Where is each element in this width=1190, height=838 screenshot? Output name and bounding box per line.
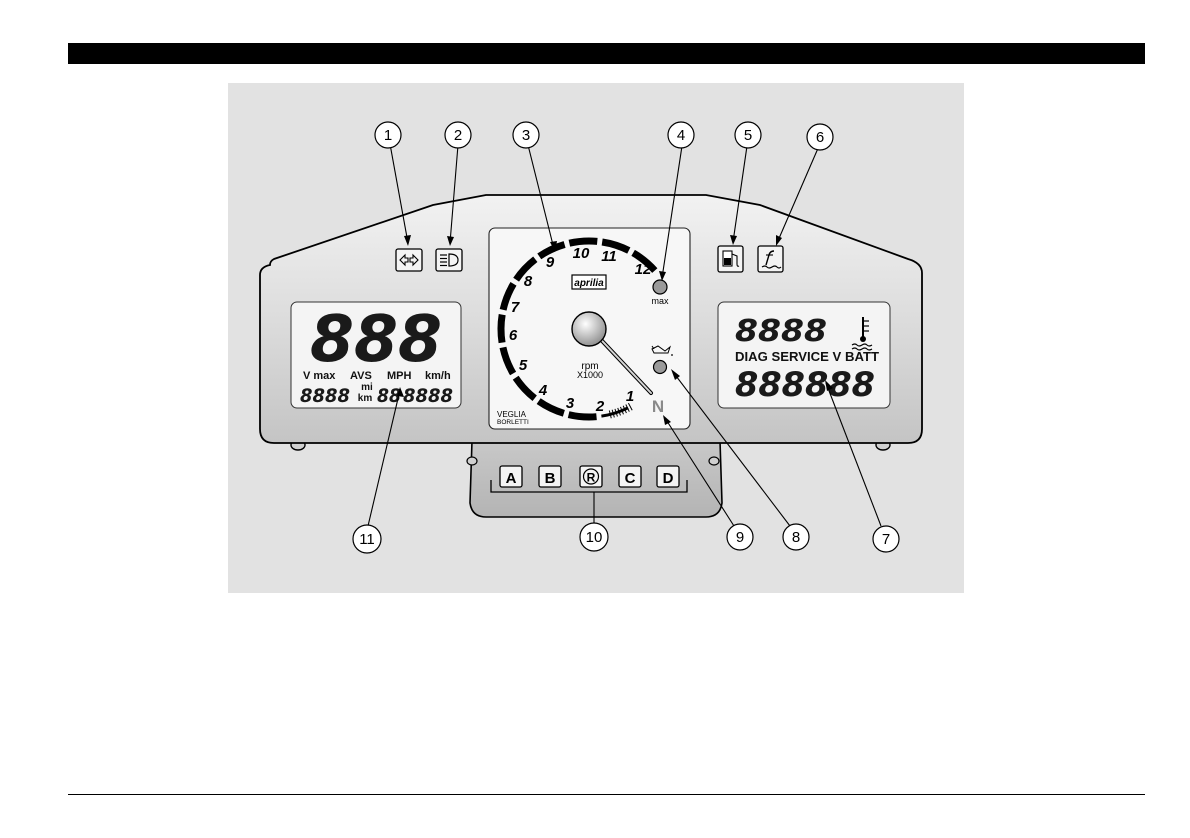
rpm-multiplier-label: X1000 xyxy=(577,370,603,380)
svg-text:3: 3 xyxy=(522,127,530,144)
rpm-number-4: 4 xyxy=(538,382,548,399)
callout-10: 10 xyxy=(580,523,608,551)
rpm-number-8: 8 xyxy=(524,273,533,290)
neutral-indicator: N xyxy=(652,397,664,416)
callout-5: 5 xyxy=(735,122,761,148)
avs-label: AVS xyxy=(350,370,372,382)
mount-nub-pod-left xyxy=(467,457,477,465)
button-b[interactable]: B xyxy=(539,466,561,487)
callout-11: 11 xyxy=(353,525,381,553)
rpm-number-9: 9 xyxy=(546,254,555,271)
button-d[interactable]: D xyxy=(657,466,679,487)
svg-text:10: 10 xyxy=(586,529,603,546)
header-bar xyxy=(68,43,1145,64)
rpm-number-11: 11 xyxy=(601,248,617,265)
button-r[interactable]: R xyxy=(580,466,602,487)
svg-text:4: 4 xyxy=(677,127,685,144)
tach-scale-segment xyxy=(569,415,597,417)
callout-9: 9 xyxy=(727,524,753,550)
instrument-panel-svg: 888 V max AVS MPH km/h 8888 mi km 8 8 888… xyxy=(228,83,964,593)
svg-text:6: 6 xyxy=(816,129,824,146)
rpm-number-10: 10 xyxy=(573,245,590,262)
button-b-label: B xyxy=(545,470,556,487)
fuel-icon xyxy=(718,246,743,272)
rpm-number-12: 12 xyxy=(635,261,652,278)
mph-label: MPH xyxy=(387,370,412,382)
button-a-label: A xyxy=(506,470,517,487)
rpm-number-3: 3 xyxy=(566,395,575,412)
button-d-label: D xyxy=(663,470,674,487)
rpm-number-6: 6 xyxy=(509,327,518,344)
right-top-digits: 8888 xyxy=(735,314,827,349)
svg-text:1: 1 xyxy=(384,127,392,144)
rpm-number-2: 2 xyxy=(595,398,605,415)
diag-service-vbatt-labels: DIAG SERVICE V BATT xyxy=(735,350,879,364)
mount-nub-pod-right xyxy=(709,457,719,465)
turn-signal-icon xyxy=(396,249,422,271)
svg-text:8: 8 xyxy=(792,529,800,546)
unit-mi-label: mi xyxy=(361,382,373,393)
svg-text:2: 2 xyxy=(454,127,462,144)
instrument-panel-figure: 888 V max AVS MPH km/h 8888 mi km 8 8 888… xyxy=(228,83,964,593)
aprilia-logo-text: aprilia xyxy=(574,278,604,289)
svg-text:5: 5 xyxy=(744,127,752,144)
needle-hub xyxy=(572,312,606,346)
unit-km-label: km xyxy=(358,393,373,404)
svg-text:9: 9 xyxy=(736,529,744,546)
right-bottom-digits: 888888 xyxy=(735,365,875,405)
speed-digits: 888 xyxy=(310,303,442,377)
tach-scale-segment xyxy=(569,241,597,243)
callout-8: 8 xyxy=(783,524,809,550)
oil-pressure-light xyxy=(654,361,667,374)
button-a[interactable]: A xyxy=(500,466,522,487)
tach-scale-segment xyxy=(501,315,502,343)
odometer-left-digits: 8888 xyxy=(300,385,350,407)
button-c[interactable]: C xyxy=(619,466,641,487)
maker-line-1: VEGLIA xyxy=(497,410,527,419)
callout-2: 2 xyxy=(445,122,471,148)
odometer-right-digits: 8888 xyxy=(403,385,453,407)
high-beam-icon xyxy=(436,249,462,271)
button-c-label: C xyxy=(625,470,636,487)
svg-text:7: 7 xyxy=(882,531,890,548)
callout-1: 1 xyxy=(375,122,401,148)
coolant-temperature-icon xyxy=(758,246,783,272)
maker-line-2: BORLETTI xyxy=(497,419,529,426)
shift-light xyxy=(653,280,667,294)
callout-4: 4 xyxy=(668,122,694,148)
rpm-number-5: 5 xyxy=(519,357,528,374)
rpm-number-7: 7 xyxy=(511,299,520,316)
svg-text:11: 11 xyxy=(359,531,375,548)
rpm-number-1: 1 xyxy=(626,388,634,405)
max-label: max xyxy=(651,296,669,306)
callout-6: 6 xyxy=(807,124,833,150)
callout-3: 3 xyxy=(513,122,539,148)
kmh-label: km/h xyxy=(425,370,451,382)
footer-rule xyxy=(68,794,1145,795)
aprilia-logo: aprilia xyxy=(572,275,606,289)
callout-7: 7 xyxy=(873,526,899,552)
vmax-label: V max xyxy=(303,370,336,382)
button-r-label: R xyxy=(587,471,596,485)
